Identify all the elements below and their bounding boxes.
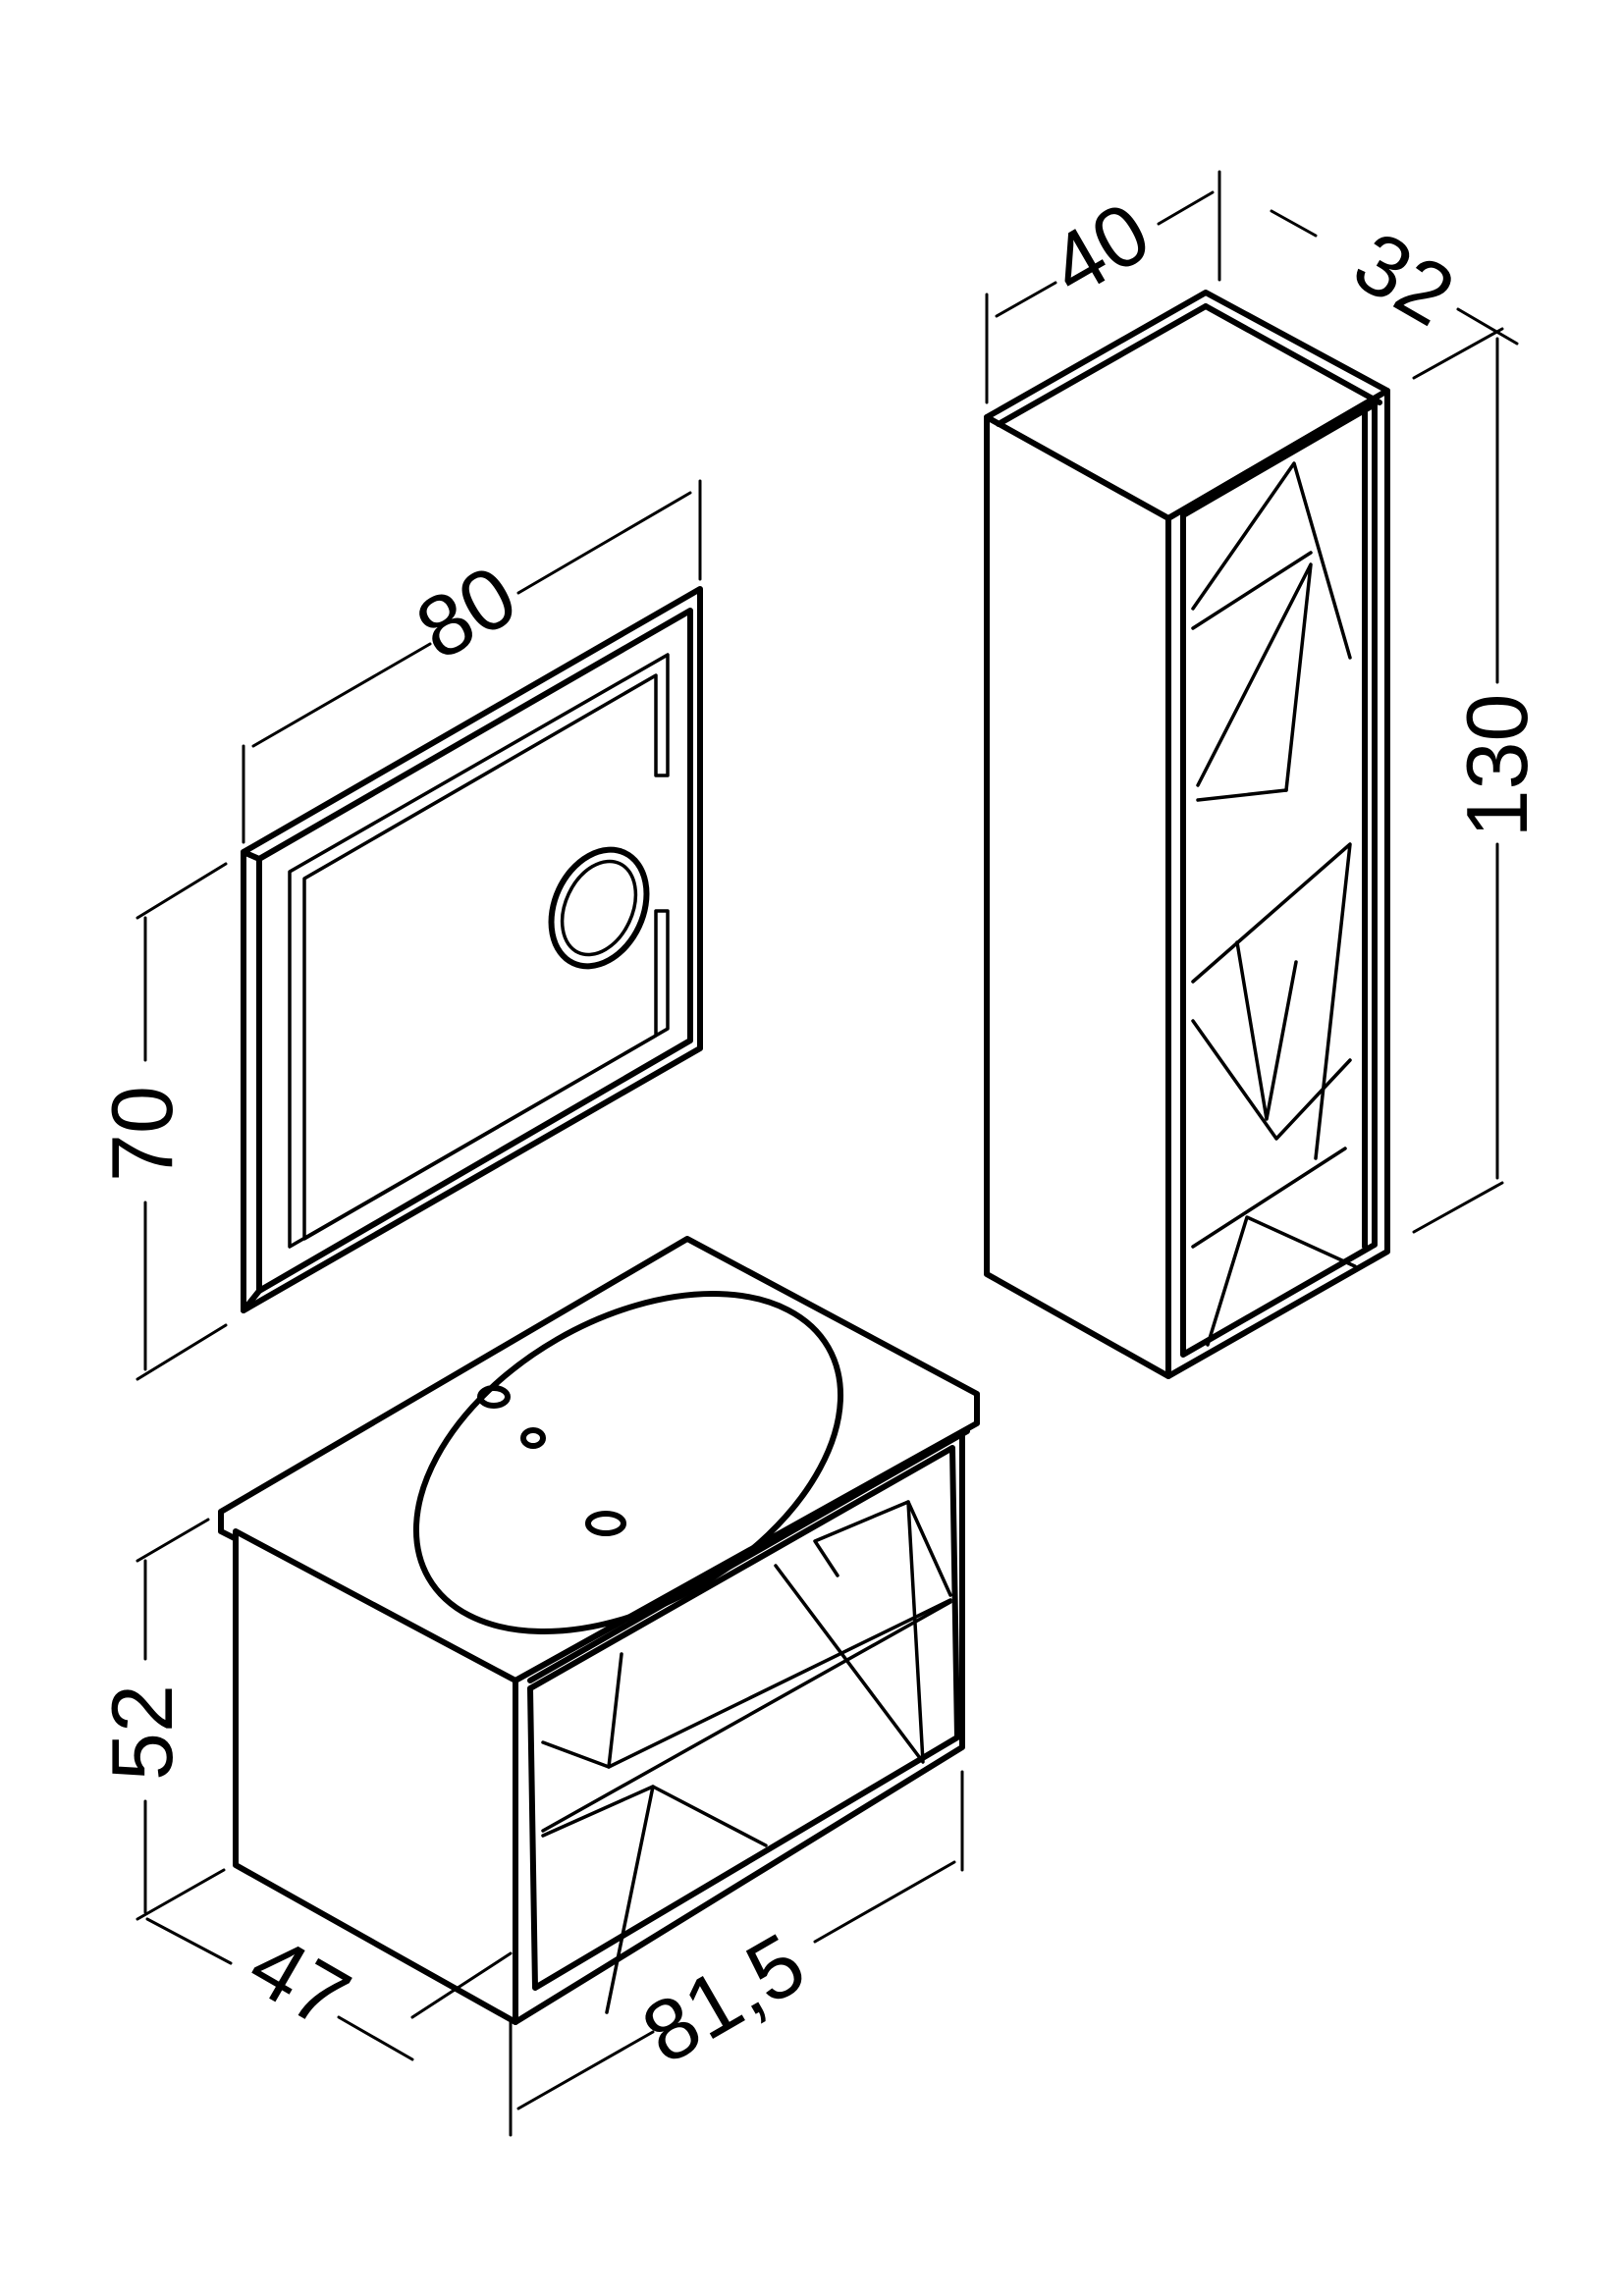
tall-cabinet	[984, 290, 1390, 1379]
drain-icon	[585, 1511, 626, 1536]
mirror	[241, 586, 703, 1313]
vanity-depth-label: 47	[234, 1915, 365, 2048]
mirror-height-dimension: 70	[93, 862, 228, 1381]
tall-cabinet-height-label: 130	[1448, 694, 1545, 838]
mirror-height-label: 70	[93, 1086, 190, 1182]
tall-cabinet-height-dimension: 130	[1412, 327, 1545, 1234]
vanity-unit	[218, 1236, 980, 2025]
tall-cabinet-width-label: 40	[1034, 183, 1165, 315]
tall-cabinet-depth-label: 32	[1338, 212, 1470, 345]
vanity-height-label: 52	[93, 1684, 190, 1781]
magnifier-mirror-icon	[548, 846, 650, 970]
tall-cabinet-door-pattern	[1191, 461, 1357, 1347]
tap-hole-icon	[477, 1385, 511, 1409]
overflow-icon	[520, 1427, 546, 1449]
vanity-door-pattern	[541, 1500, 952, 2014]
basin	[412, 1291, 844, 1634]
mirror-width-label: 80	[401, 546, 532, 678]
tall-cabinet-depth-dimension: 32	[1270, 209, 1519, 346]
vanity-height-dimension: 52	[93, 1518, 226, 1921]
